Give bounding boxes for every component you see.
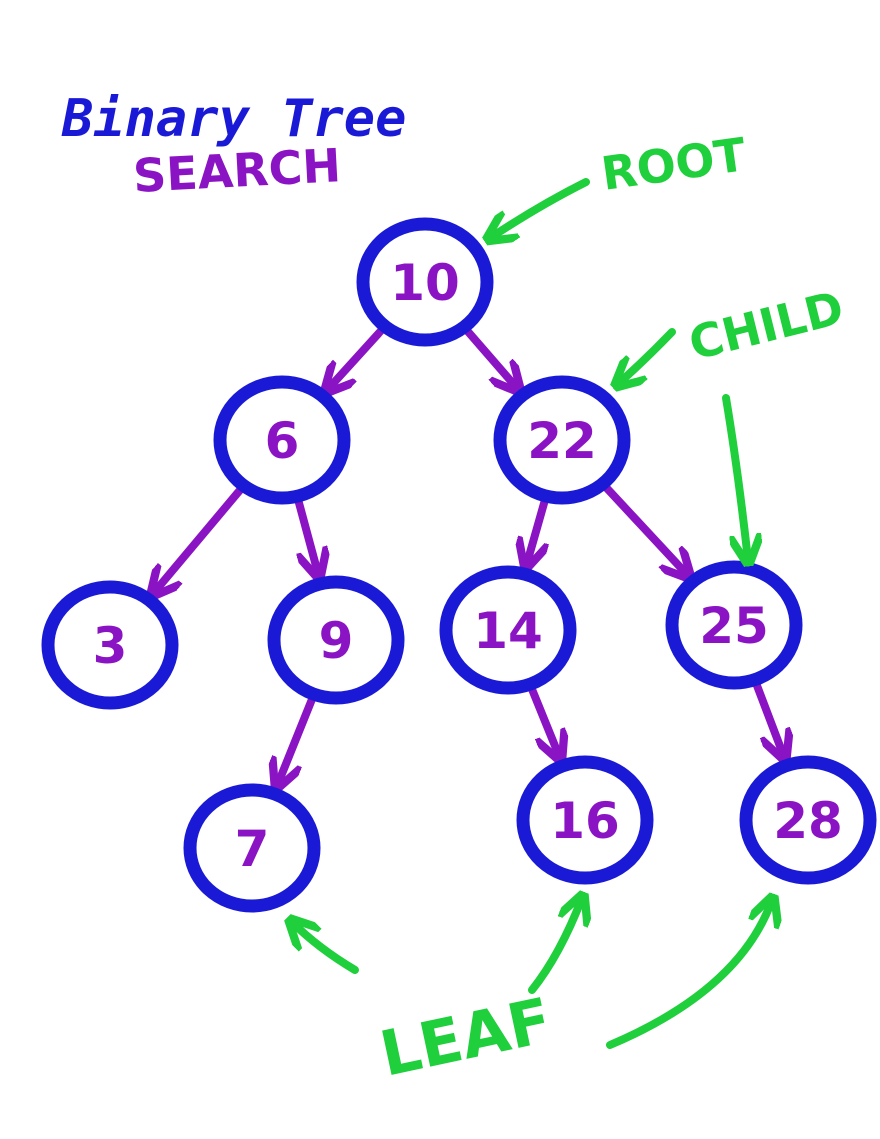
tree-node-16: 16 [516, 755, 654, 885]
tree-node-3: 3 [41, 580, 179, 710]
node-circle [267, 575, 405, 705]
node-circle [183, 783, 321, 913]
node-label: 25 [699, 597, 769, 655]
edge-n9-n7 [278, 695, 316, 785]
node-circle [213, 375, 351, 505]
node-circle [516, 755, 654, 885]
root-arrow [490, 178, 590, 238]
tree-node-14: 14 [439, 565, 577, 695]
node-circle [439, 565, 577, 695]
child-arrow-to-25 [722, 394, 748, 560]
node-label: 7 [235, 820, 270, 878]
leaf-label: LEAF [374, 983, 558, 1090]
edge-n10-n6 [328, 325, 387, 390]
leaf-arrow-to-16 [528, 898, 582, 994]
leaf-arrow-to-7 [292, 922, 359, 974]
tree-node-6: 6 [213, 375, 351, 505]
tree-node-7: 7 [183, 783, 321, 913]
root-annotation: ROOT [490, 127, 750, 238]
node-label: 6 [265, 412, 300, 470]
tree-node-10: 10 [356, 217, 494, 347]
edge-n6-n3 [154, 485, 245, 593]
edge-n22-n25 [601, 482, 688, 575]
tree-nodes: 10 6 22 3 9 14 25 7 16 28 [41, 217, 877, 913]
node-label: 14 [473, 602, 543, 660]
edge-n22-n14 [527, 497, 545, 565]
child-arrow-to-22 [618, 328, 676, 384]
node-circle [739, 755, 877, 885]
node-circle [493, 375, 631, 505]
edge-n14-n16 [528, 685, 560, 757]
leaf-annotation: LEAF [292, 898, 772, 1091]
node-label: 3 [93, 617, 128, 675]
node-label: 9 [319, 612, 354, 670]
tree-node-9: 9 [267, 575, 405, 705]
tree-edges [154, 325, 784, 785]
node-label: 28 [773, 792, 843, 850]
diagram-title: Binary Tree [61, 89, 406, 149]
root-label: ROOT [598, 127, 750, 201]
tree-node-25: 25 [665, 560, 803, 690]
child-label: CHILD [684, 280, 849, 370]
node-label: 16 [550, 792, 620, 850]
leaf-arrow-to-28 [606, 900, 772, 1049]
node-label: 10 [390, 254, 460, 312]
edge-n6-n9 [294, 497, 319, 575]
tree-node-28: 28 [739, 755, 877, 885]
diagram-subtitle: SEARCH [132, 138, 342, 203]
node-label: 22 [527, 412, 597, 470]
node-circle [356, 217, 494, 347]
edge-n25-n28 [752, 680, 784, 757]
tree-node-22: 22 [493, 375, 631, 505]
child-annotation: CHILD [618, 280, 849, 560]
edge-n10-n22 [462, 326, 518, 388]
node-circle [41, 580, 179, 710]
